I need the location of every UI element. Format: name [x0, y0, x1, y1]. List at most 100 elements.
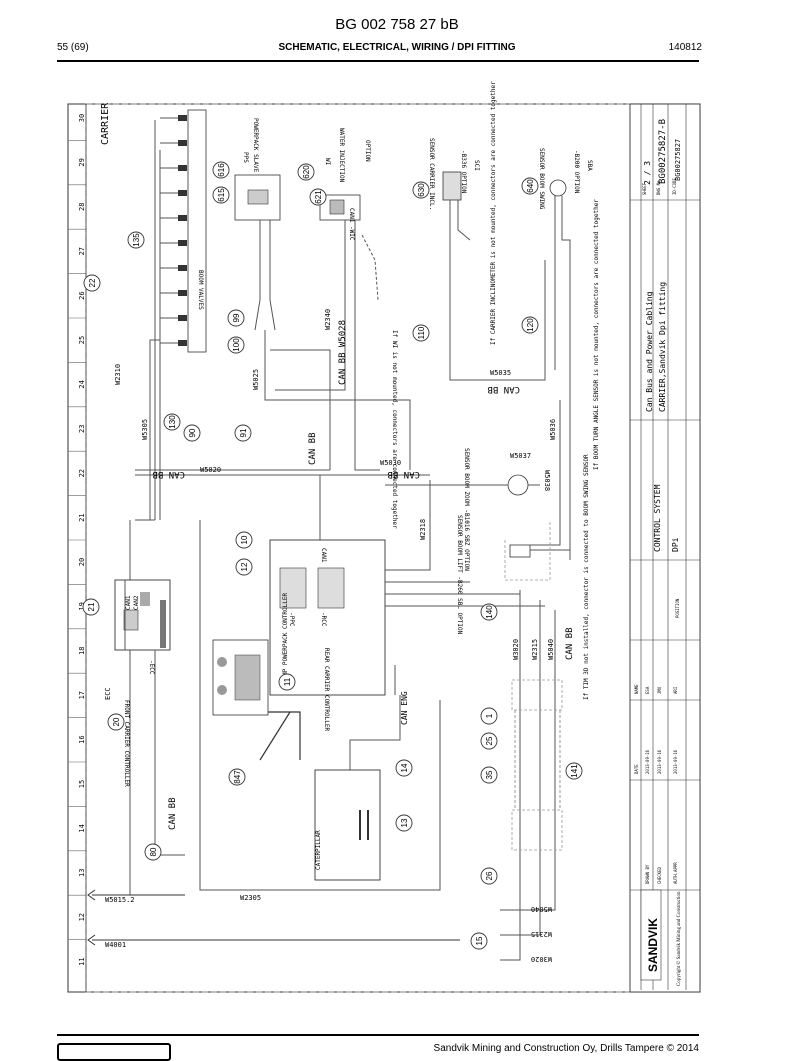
w2340-label: W2340	[324, 309, 332, 330]
wi-label: WI	[324, 158, 331, 166]
can-bb-label-f: CAN BB	[565, 627, 575, 660]
title-line2: CARRIER,Sandvik Dpi fitting	[658, 282, 667, 412]
svg-text:100: 100	[232, 338, 241, 352]
checked-label: CHECKED	[657, 867, 662, 884]
svg-text:1: 1	[485, 713, 494, 718]
svg-text:620: 620	[302, 165, 311, 179]
rear-carrier-label: REAR CARRIER CONTROLLER	[323, 648, 330, 731]
title-line1: Can Bus and Power Cabling	[645, 291, 654, 412]
incl-note: If CARRIER INCLINOMETER is not mounted, …	[490, 81, 497, 345]
drawn-by-label: DRAWN BY	[645, 864, 650, 884]
boom-valves-block	[187, 109, 207, 353]
callout-bubble: 12	[235, 558, 253, 576]
valve-connector	[178, 190, 187, 196]
valve-connector	[178, 265, 187, 271]
water-injection-label: WATER INJECTION	[338, 128, 345, 183]
sensor-boom-zoom-label: SENSOR BOOM ZOOM -B1016 SBZ OPTION	[463, 448, 470, 571]
w3020-end-label: W3020	[531, 955, 552, 963]
valve-connectors	[159, 115, 187, 346]
can-bb-label-e: CAN BB	[168, 797, 178, 830]
can-bb-label-d: CAN BB	[308, 432, 318, 465]
sandvik-logo	[640, 889, 662, 981]
border-number: 28	[78, 203, 86, 211]
svg-text:615: 615	[217, 188, 226, 202]
border-number: 26	[78, 291, 86, 299]
inner-frame	[85, 103, 631, 993]
border-number: 24	[78, 380, 86, 388]
border-number: 18	[78, 647, 86, 655]
ecc-tag-label: -ECC	[148, 660, 155, 675]
svg-text:35: 35	[485, 770, 494, 779]
name-label: NAME	[634, 684, 639, 694]
valve-connector	[178, 340, 187, 346]
header-rule	[57, 60, 699, 62]
svg-text:22: 22	[88, 278, 97, 287]
ecc-label: ECC	[104, 687, 112, 700]
caterpillar-engine	[314, 769, 381, 881]
footer-rule	[57, 1034, 699, 1036]
callout-bubble: 141	[565, 762, 583, 780]
callout-bubble: 13	[395, 814, 413, 832]
sci-label: SCI	[473, 160, 480, 171]
wire-w2310	[129, 120, 161, 580]
svg-text:10: 10	[240, 535, 249, 544]
border-number: 17	[78, 691, 86, 699]
callout-bubble: 135	[127, 231, 145, 249]
callout-bubble: 620	[297, 163, 315, 181]
w5305-label: W5305	[141, 419, 149, 440]
callout-bubble: 110	[412, 324, 430, 342]
can-bb-label-a: CAN BB	[487, 384, 520, 394]
valve-connector	[178, 290, 187, 296]
border-number: 15	[78, 780, 86, 788]
border-number: 30	[78, 114, 86, 122]
valve-connector	[178, 315, 187, 321]
w2305-label: W2305	[240, 894, 261, 902]
wire-w2305	[199, 520, 441, 891]
ppc-label: -PPC	[288, 612, 295, 627]
can-bb-label-b: CAN BB	[152, 469, 185, 479]
w2310-label: W2310	[114, 364, 122, 385]
w5035-label: W5035	[490, 369, 511, 377]
callout-bubble: 621	[309, 188, 327, 206]
svg-text:621: 621	[314, 190, 323, 204]
mp-powerpack-label: MP POWERPACK CONTROLLER	[282, 593, 289, 676]
callout-bubble: 10	[235, 531, 253, 549]
sheet-label: SHEET	[642, 182, 647, 195]
callout-bubble: 1	[480, 707, 498, 725]
wi-note: If WI is not mounted, connectors are con…	[391, 330, 398, 529]
sba-label: SBA	[586, 160, 593, 171]
svg-text:21: 21	[87, 602, 96, 611]
w4001-label: W4001	[105, 941, 126, 949]
document-id: BG 002 758 27 bB	[335, 16, 459, 33]
date-code: 140812	[668, 42, 702, 53]
dwg-no-label: DWG No	[656, 180, 661, 195]
sensor-boom-lift-label: SENSOR BOOM LIFT -B260 SBL OPTION	[456, 515, 463, 635]
powerpack-slave-label: POWERPACK SLAVE	[252, 118, 259, 173]
position-label: POSITION	[675, 598, 680, 618]
svg-text:15: 15	[475, 936, 484, 945]
id-code-value: BG00275827	[674, 139, 682, 181]
tim-note: If TIM 3D not installed, connector is co…	[583, 454, 590, 700]
boom-valves-label: BOOM VALVES	[197, 270, 204, 310]
callout-bubble: 25	[480, 732, 498, 750]
copyright-text: Copyright © Sandvik Mining and Construct…	[676, 891, 682, 986]
svg-text:99: 99	[232, 313, 241, 322]
w5036-label: W5036	[549, 419, 557, 440]
id-code-label: ID-CODE	[672, 178, 677, 195]
title-block: SHEET 2 / 3 DWG No BG00275827-B ID-CODE …	[629, 103, 701, 993]
front-carrier-label: FRONT CARRIER CONTROLLER	[123, 700, 130, 787]
pps-cable	[254, 220, 276, 331]
footer-company: Sandvik Mining and Construction Oy, Dril…	[433, 1043, 699, 1054]
callout-bubble: 130	[163, 413, 181, 431]
wi-option-label: OPTION	[364, 140, 371, 162]
svg-text:141: 141	[570, 764, 579, 778]
svg-text:80: 80	[149, 847, 158, 856]
document-title: SCHEMATIC, ELECTRICAL, WIRING / DPI FITT…	[278, 42, 516, 53]
w2315-label: W2315	[531, 639, 539, 660]
dwg-no-value: BG00275827-B	[658, 119, 668, 184]
svg-text:630: 630	[417, 183, 426, 197]
svg-text:135: 135	[132, 233, 141, 247]
valve-connector	[178, 165, 187, 171]
